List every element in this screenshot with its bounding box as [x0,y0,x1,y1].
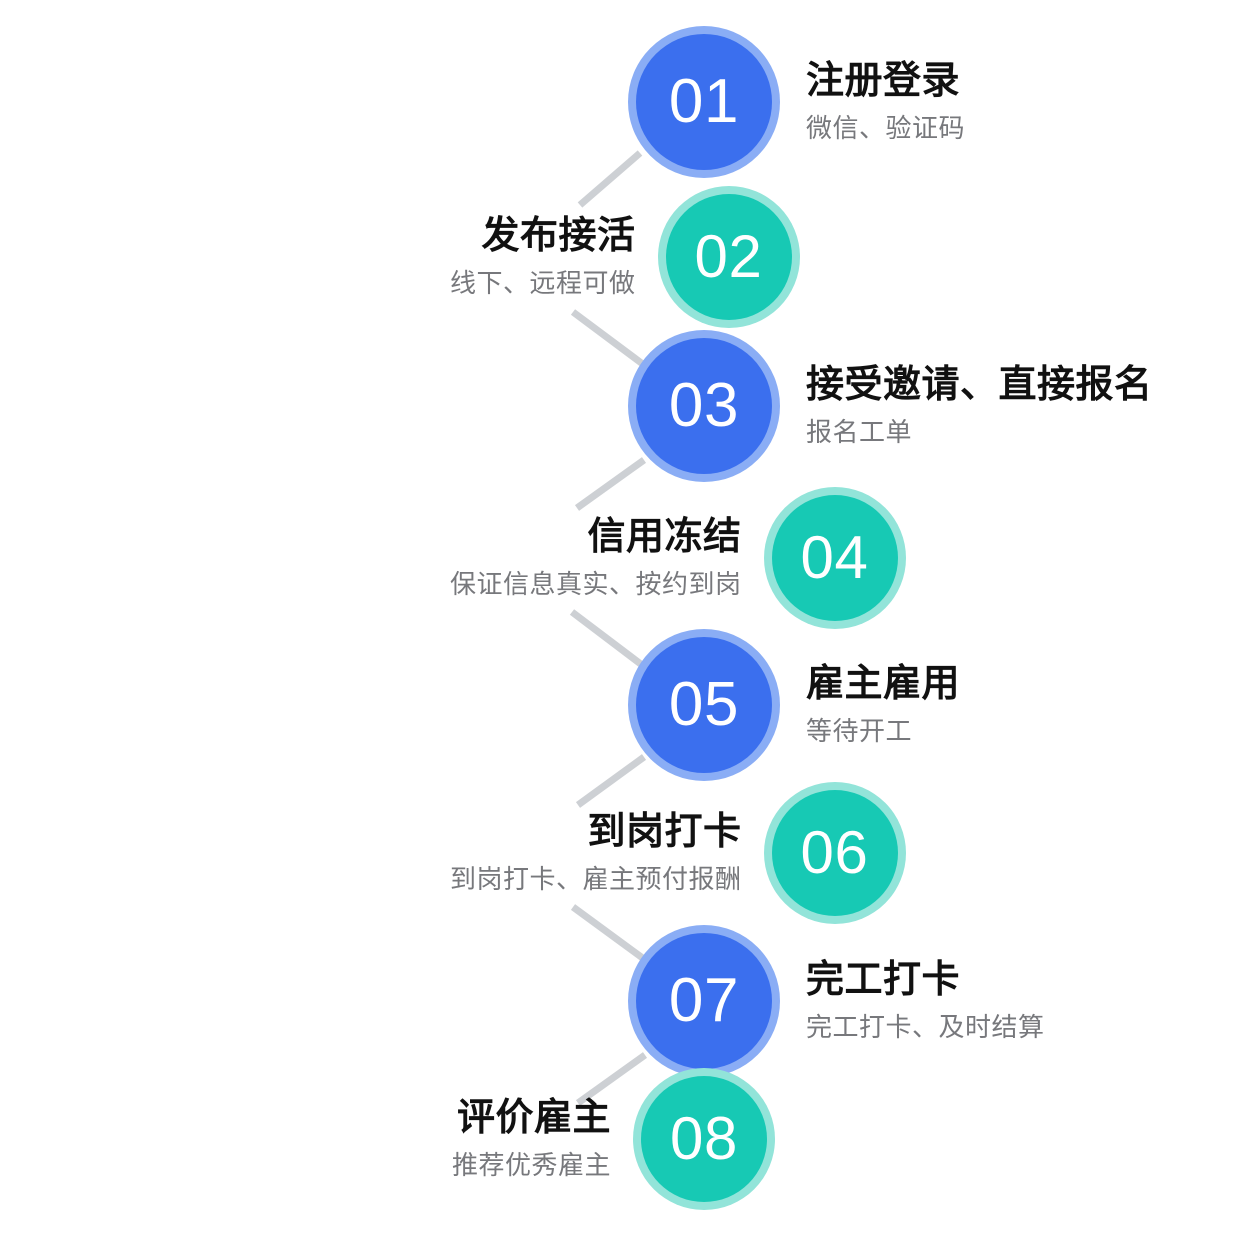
step-number-02: 02 [694,223,763,290]
step-badge-03[interactable]: 03 [628,330,780,482]
connector-02-03 [570,309,651,371]
step-title-05: 雇主雇用 [806,662,961,705]
step-title-02: 发布接活 [481,214,636,257]
step-01[interactable]: 01 注册登录 微信、验证码 [628,26,965,178]
step-subtitle-01: 微信、验证码 [806,112,966,143]
step-badge-04[interactable]: 04 [763,487,906,629]
step-badge-05[interactable]: 05 [628,629,780,781]
step-number-04: 04 [800,524,869,591]
step-number-06: 06 [800,819,869,886]
step-labels-04: 信用冻结 保证信息真实、按约到岗 [450,516,742,600]
badge-core-icon [636,933,772,1069]
step-number-07: 07 [668,966,740,1035]
step-labels-07: 完工打卡 完工打卡、及时结算 [806,959,1045,1043]
step-subtitle-06: 到岗打卡、雇主预付报酬 [450,863,742,894]
step-number-08: 08 [670,1105,738,1172]
step-badge-07[interactable]: 07 [628,925,780,1077]
step-07[interactable]: 07 完工打卡 完工打卡、及时结算 [628,925,1045,1077]
step-03[interactable]: 03 接受邀请、直接报名 报名工单 [628,330,1153,482]
step-labels-08: 评价雇主 推荐优秀雇主 [452,1097,611,1181]
step-title-08: 评价雇主 [457,1096,612,1139]
step-labels-03: 接受邀请、直接报名 报名工单 [806,364,1153,448]
step-04[interactable]: 04 信用冻结 保证信息真实、按约到岗 [450,487,906,629]
connector-05-06 [575,754,647,808]
badge-core-icon [636,637,772,773]
step-labels-01: 注册登录 微信、验证码 [806,60,965,144]
step-subtitle-05: 等待开工 [806,715,913,746]
step-06[interactable]: 06 到岗打卡 到岗打卡、雇主预付报酬 [450,782,906,924]
badge-core-icon [771,790,898,916]
badge-core-icon [641,1076,768,1202]
connector-03-04 [574,457,647,511]
step-subtitle-02: 线下、远程可做 [450,267,636,298]
step-subtitle-04: 保证信息真实、按约到岗 [450,568,742,599]
step-title-07: 完工打卡 [806,958,961,1001]
step-subtitle-07: 完工打卡、及时结算 [806,1011,1045,1042]
step-badge-06[interactable]: 06 [763,782,906,924]
step-title-01: 注册登录 [806,59,961,102]
step-08[interactable]: 08 评价雇主 推荐优秀雇主 [452,1068,776,1210]
step-labels-06: 到岗打卡 到岗打卡、雇主预付报酬 [450,811,742,895]
step-badge-01[interactable]: 01 [628,26,780,178]
badge-core-icon [665,194,792,320]
step-subtitle-03: 报名工单 [806,416,913,447]
step-number-01: 01 [668,67,740,136]
step-labels-05: 雇主雇用 等待开工 [806,663,960,747]
badge-core-icon [636,338,772,474]
step-number-03: 03 [668,371,740,440]
connector-04-05 [569,609,649,671]
step-02[interactable]: 02 发布接活 线下、远程可做 [450,186,800,328]
step-05[interactable]: 05 雇主雇用 等待开工 [628,629,960,781]
badge-core-icon [771,495,898,621]
connector-06-07 [570,904,651,965]
step-title-04: 信用冻结 [587,515,742,558]
connector-01-02 [577,150,643,208]
step-number-05: 05 [668,670,740,739]
step-title-06: 到岗打卡 [587,810,742,853]
connector-07-08 [575,1052,648,1106]
step-title-03: 接受邀请、直接报名 [806,363,1153,406]
step-badge-02[interactable]: 02 [657,186,800,328]
step-subtitle-08: 推荐优秀雇主 [452,1149,612,1180]
step-badge-08[interactable]: 08 [633,1068,776,1210]
step-labels-02: 发布接活 线下、远程可做 [450,215,636,299]
badge-core-icon [636,34,772,170]
